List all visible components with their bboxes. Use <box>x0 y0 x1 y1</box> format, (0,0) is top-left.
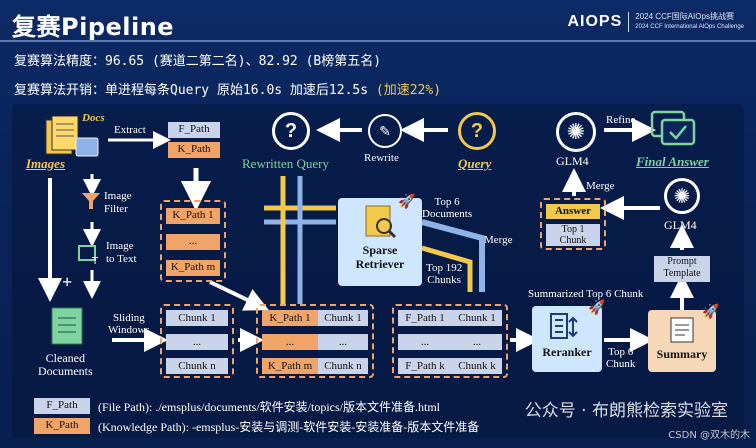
fpath-k: F_Path k <box>398 358 452 374</box>
summarized-label: Summarized Top 6 Chunk <box>528 288 644 300</box>
chunk-ellipsis: ... <box>166 334 228 350</box>
refine-label: Refine <box>606 114 636 126</box>
query-icon: ? <box>458 112 496 150</box>
logo-caption-cn: 2024 CCF国际AIOps挑战赛 <box>635 12 734 21</box>
combined-k-path-m: K_Path m <box>262 358 318 374</box>
filter-icon <box>80 190 102 212</box>
csdn-credit: CSDN @双木的木 <box>668 430 750 441</box>
query-label: Query <box>458 156 492 171</box>
top6-documents-label: Top 6 Documents <box>422 196 473 220</box>
fpath-chunk-group <box>392 304 508 378</box>
reranker-label: Reranker <box>542 345 592 359</box>
answer-group <box>540 198 606 250</box>
cleaned-documents-label: Cleaned Documents <box>38 351 93 378</box>
fp-chunk-k: Chunk k <box>452 358 502 374</box>
chunk-n: Chunk n <box>166 358 228 374</box>
fpath-1: F_Path 1 <box>398 310 452 326</box>
prompt-template-tag: Prompt Template <box>654 256 710 282</box>
watermark: 公众号 · 布朗熊检索实验室 <box>524 401 728 421</box>
k-path-tag: K_Path <box>168 142 220 158</box>
rocket-icon-summary: 🚀 <box>702 305 720 320</box>
fpath-ellipsis: ... <box>398 334 452 350</box>
cost-line: 复赛算法开销：单进程每条Query 原始16.0s 加速后12.5s (加速22… <box>14 79 441 98</box>
page-title: 复赛Pipeline <box>12 13 175 41</box>
fp-chunk-1: Chunk 1 <box>452 310 502 326</box>
rewrite-icon: ✎ <box>368 114 402 148</box>
aiops-logo: AIOPS 2024 CCF国际AIOps挑战赛 2024 CCF Intern… <box>567 12 744 32</box>
legend-f-path-tag: F_Path <box>34 398 90 414</box>
extract-label: Extract <box>114 124 146 136</box>
logo-caption-en: 2024 CCF International AIOps Challenge <box>635 24 744 30</box>
image-filter-label: Image Filter <box>104 190 132 215</box>
chunk-group <box>160 304 234 378</box>
legend-f-path-desc: (File Path): ./emsplus/documents/软件安装/to… <box>98 400 440 414</box>
combined-c-ellipsis: ... <box>318 334 368 350</box>
combined-k-ellipsis: ... <box>262 334 318 350</box>
image-to-text-icon: T <box>78 242 104 267</box>
summary-doc-icon <box>670 317 694 343</box>
k-path-m: K_Path m <box>166 260 220 276</box>
k-path-1: K_Path 1 <box>166 208 220 224</box>
docs-label: Docs <box>82 112 105 124</box>
sparse-retriever-label: Sparse Retriever <box>355 243 405 271</box>
cleaned-doc-icon <box>50 306 86 346</box>
answer-tag: Answer <box>546 204 600 219</box>
legend-k-path-desc: (Knowledge Path): -emsplus-安装与调测-软件安装-安装… <box>98 420 480 434</box>
top1-chunk-tag: Top 1 Chunk <box>546 224 600 246</box>
rocket-icon-retriever: 🚀 <box>398 195 416 210</box>
top192-chunks-label: Top 192 Chunks <box>426 262 463 286</box>
kpath-combine-arrow <box>209 280 269 311</box>
sliding-windows-label: Sliding Windows <box>108 312 150 336</box>
svg-text:T: T <box>91 256 99 266</box>
summary-label: Summary <box>656 347 708 361</box>
logo-divider <box>628 12 630 32</box>
glm4-right-icon: ✺ <box>664 178 700 214</box>
glm4-top-label: GLM4 <box>556 154 589 168</box>
f-path-tag: F_Path <box>168 122 220 138</box>
docs-icon <box>44 115 100 160</box>
merge-mid-label: Merge <box>484 234 513 246</box>
combined-chunk-1: Chunk 1 <box>318 310 368 326</box>
logo-text: AIOPS <box>567 13 623 30</box>
sparse-retriever-box: Sparse Retriever <box>338 198 422 286</box>
reranker-list-icon <box>550 313 578 339</box>
legend-k-path-tag: K_Path <box>34 418 90 434</box>
glm4-right-label: GLM4 <box>664 218 697 232</box>
speedup-highlight: (加速22%) <box>375 83 442 98</box>
top192-flow <box>421 245 473 292</box>
kpath-chunk-group <box>256 304 374 378</box>
images-label: Images <box>26 156 65 171</box>
combined-k-path-1: K_Path 1 <box>262 310 318 326</box>
header-divider <box>0 40 756 42</box>
retriever-doc-icon <box>365 205 397 239</box>
rocket-icon-reranker: 🚀 <box>588 301 606 316</box>
glm4-top-icon: ✺ <box>556 112 596 152</box>
top6-chunk-label: Top 6 Chunk <box>606 346 636 370</box>
image-to-text-label: Image to Text <box>106 240 137 265</box>
rewritten-query-label: Rewritten Query <box>242 156 330 171</box>
plus-icon: + <box>62 272 73 292</box>
merge-right-label: Merge <box>586 180 615 192</box>
k-path-group <box>160 200 226 282</box>
top6-docs-flow <box>421 219 485 292</box>
rewritten-query-icon: ? <box>272 112 310 150</box>
k-path-ellipsis: ... <box>166 234 220 250</box>
summary-box: Summary <box>648 310 716 372</box>
cost-text: 复赛算法开销：单进程每条Query 原始16.0s 加速后12.5s <box>14 83 376 98</box>
rewrite-label: Rewrite <box>364 152 399 164</box>
accuracy-line: 复赛算法精度：96.65 (赛道二第二名)、82.92 (B榜第五名) <box>14 54 382 69</box>
fp-chunk-ellipsis: ... <box>452 334 502 350</box>
final-answer-label: Final Answer <box>636 154 709 169</box>
reranker-box: Reranker <box>532 306 602 372</box>
chunk-1: Chunk 1 <box>166 310 228 326</box>
logo-caption: 2024 CCF国际AIOps挑战赛 2024 CCF Internationa… <box>635 12 744 32</box>
final-answer-icon <box>650 108 696 150</box>
combined-chunk-n: Chunk n <box>318 358 368 374</box>
